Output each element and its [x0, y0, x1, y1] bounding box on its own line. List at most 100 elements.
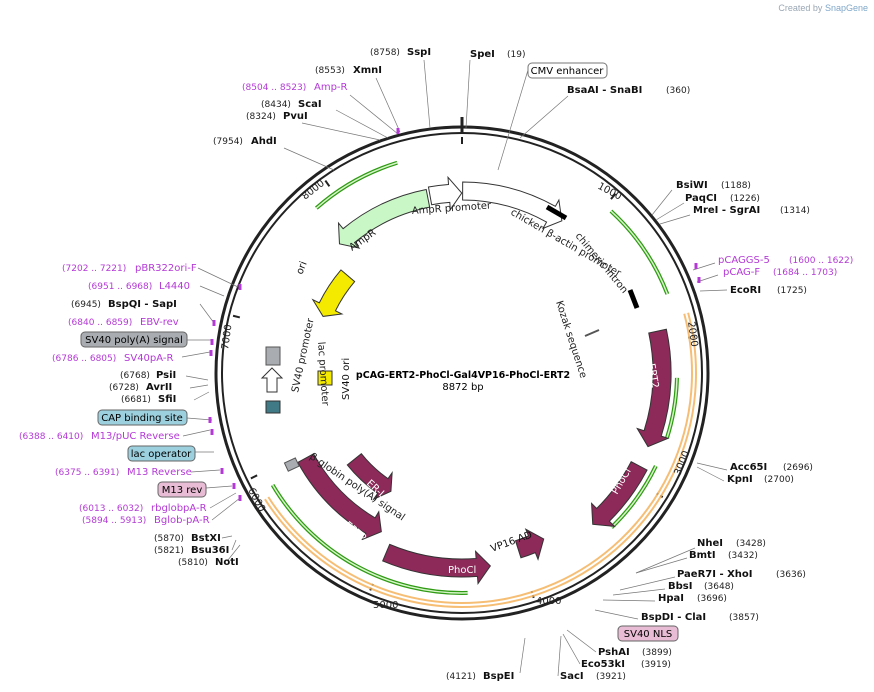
leader-line	[193, 391, 210, 401]
primer-range-amp-r: (8504 .. 8523)	[242, 83, 306, 93]
leader-line	[635, 547, 696, 574]
lac-operator-box	[127, 445, 196, 462]
feature-label-phocl-2: PhoCl	[448, 565, 476, 576]
site-name-mrei-sgrai: MreI - SgrAI	[693, 205, 760, 216]
leader-line	[182, 429, 211, 437]
site-name-bstxi: BstXI	[191, 533, 221, 544]
site-name-eco53ki: Eco53kI	[581, 659, 625, 670]
primer-mark	[396, 128, 400, 134]
primer-name-ebv-rev: EBV-rev	[140, 317, 179, 328]
orange-region-core	[265, 312, 695, 606]
beta-globin-box	[283, 457, 300, 472]
primer-mark	[238, 284, 242, 290]
site-pos-3899: (3899)	[642, 648, 672, 658]
feature-label-ert2-1: ERT2	[645, 363, 660, 390]
site-name-spei: SpeI	[470, 49, 495, 60]
primer-name-l4440: L4440	[159, 281, 190, 292]
site-pos-1725: (1725)	[777, 286, 807, 296]
leader-line	[699, 289, 728, 292]
site-pos-1226: (1226)	[730, 194, 760, 204]
primer-name-bglob-pa-r: Bglob-pA-R	[154, 515, 210, 526]
tick-label-8000: 8000	[300, 178, 327, 202]
site-name-saci: SacI	[560, 671, 584, 682]
site-pos-6945: (6945)	[71, 300, 101, 310]
leader-line	[619, 576, 676, 591]
site-pos-8758: (8758)	[370, 48, 400, 58]
m13-rev-box	[157, 481, 207, 498]
leader-line	[562, 633, 581, 665]
green-arc-ampr-core	[315, 162, 398, 209]
primer-name-pcag-f: pCAG-F	[723, 267, 760, 278]
leader-line	[557, 635, 562, 677]
primer-name-pbr322ori-f: pBR322ori-F	[135, 263, 197, 274]
leader-line	[301, 122, 381, 141]
site-name-bsaai-snabi: BsaAI - SnaBI	[567, 85, 642, 96]
cmv-enhancer-label: CMV enhancer	[531, 66, 605, 77]
site-name-pvui: PvuI	[283, 111, 308, 122]
feature-er-lbd	[346, 452, 393, 501]
site-name-paqci: PaqCI	[685, 193, 717, 204]
site-pos-3428: (3428)	[736, 539, 766, 549]
leader-line	[612, 588, 666, 596]
green-arc-ert2-back-core	[271, 484, 468, 594]
leader-line	[181, 351, 211, 358]
primer-mark	[212, 320, 216, 326]
site-pos-3648: (3648)	[704, 582, 734, 592]
primer-mark	[208, 417, 212, 423]
site-pos-7954: (7954)	[213, 137, 243, 147]
leader-line	[602, 599, 656, 602]
backbone-tick	[250, 474, 258, 480]
primer-mark	[238, 495, 242, 501]
sv40-polya-label: SV40 poly(A) signal	[85, 335, 183, 346]
label-kozak-sequence: Kozak sequence	[553, 300, 588, 380]
site-pos-6728: (6728)	[109, 383, 139, 393]
sv40-nls-label: SV40 NLS	[624, 629, 673, 640]
site-pos-5810: (5810)	[178, 558, 208, 568]
primer-mark	[697, 277, 701, 283]
site-pos-4121: (4121)	[446, 672, 476, 682]
primer-mark	[210, 339, 214, 345]
site-name-bspei: BspEI	[483, 671, 514, 682]
cap-binding-feature	[265, 400, 281, 414]
site-pos-3432: (3432)	[728, 551, 758, 561]
kozak-mark	[584, 329, 600, 337]
leader-line	[205, 485, 233, 489]
site-pos-6768: (6768)	[120, 371, 150, 381]
tick-label-7000: 7000	[220, 324, 234, 351]
primer-mark	[209, 350, 213, 356]
leader-line	[349, 94, 399, 135]
green-arc-ert2-core	[666, 377, 678, 438]
leader-line	[696, 462, 728, 471]
map-layer	[181, 59, 728, 677]
sv40-promoter-arrow	[260, 367, 284, 393]
boxed-labels: CMV enhancer SV40 poly(A) signal CAP bin…	[80, 62, 679, 642]
plasmid-size: 8872 bp	[442, 382, 483, 393]
chimeric-intron-end	[627, 289, 640, 309]
leader-line	[335, 109, 389, 139]
primer-name-rbglobpa-r: rbglobpA-R	[151, 503, 207, 514]
primer-mark	[220, 468, 224, 474]
leader-line	[497, 69, 529, 171]
leader-line	[519, 95, 569, 139]
site-pos-2700: (2700)	[764, 475, 794, 485]
site-name-ahdi: AhdI	[251, 136, 277, 147]
site-name-bbsi: BbsI	[668, 581, 692, 592]
feature-chicken-actin-promoter	[462, 181, 563, 230]
snapgene-watermark: Created by SnapGene	[778, 3, 868, 13]
feature-vp16-ad	[514, 528, 545, 561]
site-name-hpai: HpaI	[658, 593, 684, 604]
site-pos-360: (360)	[666, 86, 690, 96]
feature-label-ori: ori	[295, 260, 310, 276]
green-arc-intron-core	[610, 210, 669, 295]
leader-line	[655, 202, 685, 221]
leader-line	[189, 384, 209, 389]
primer-range-m13-reverse: (6375 .. 6391)	[55, 468, 119, 478]
backbone-tick	[232, 314, 241, 319]
site-name-acc65i: Acc65I	[730, 462, 767, 473]
primer-name-sv40pa-r: SV40pA-R	[124, 353, 173, 364]
site-pos-3857: (3857)	[729, 613, 759, 623]
site-pos-3636: (3636)	[776, 570, 806, 580]
leader-line	[221, 535, 233, 539]
primer-range-pcaggs-5: (1600 .. 1622)	[789, 256, 853, 266]
sv40-polya-box	[80, 331, 188, 348]
